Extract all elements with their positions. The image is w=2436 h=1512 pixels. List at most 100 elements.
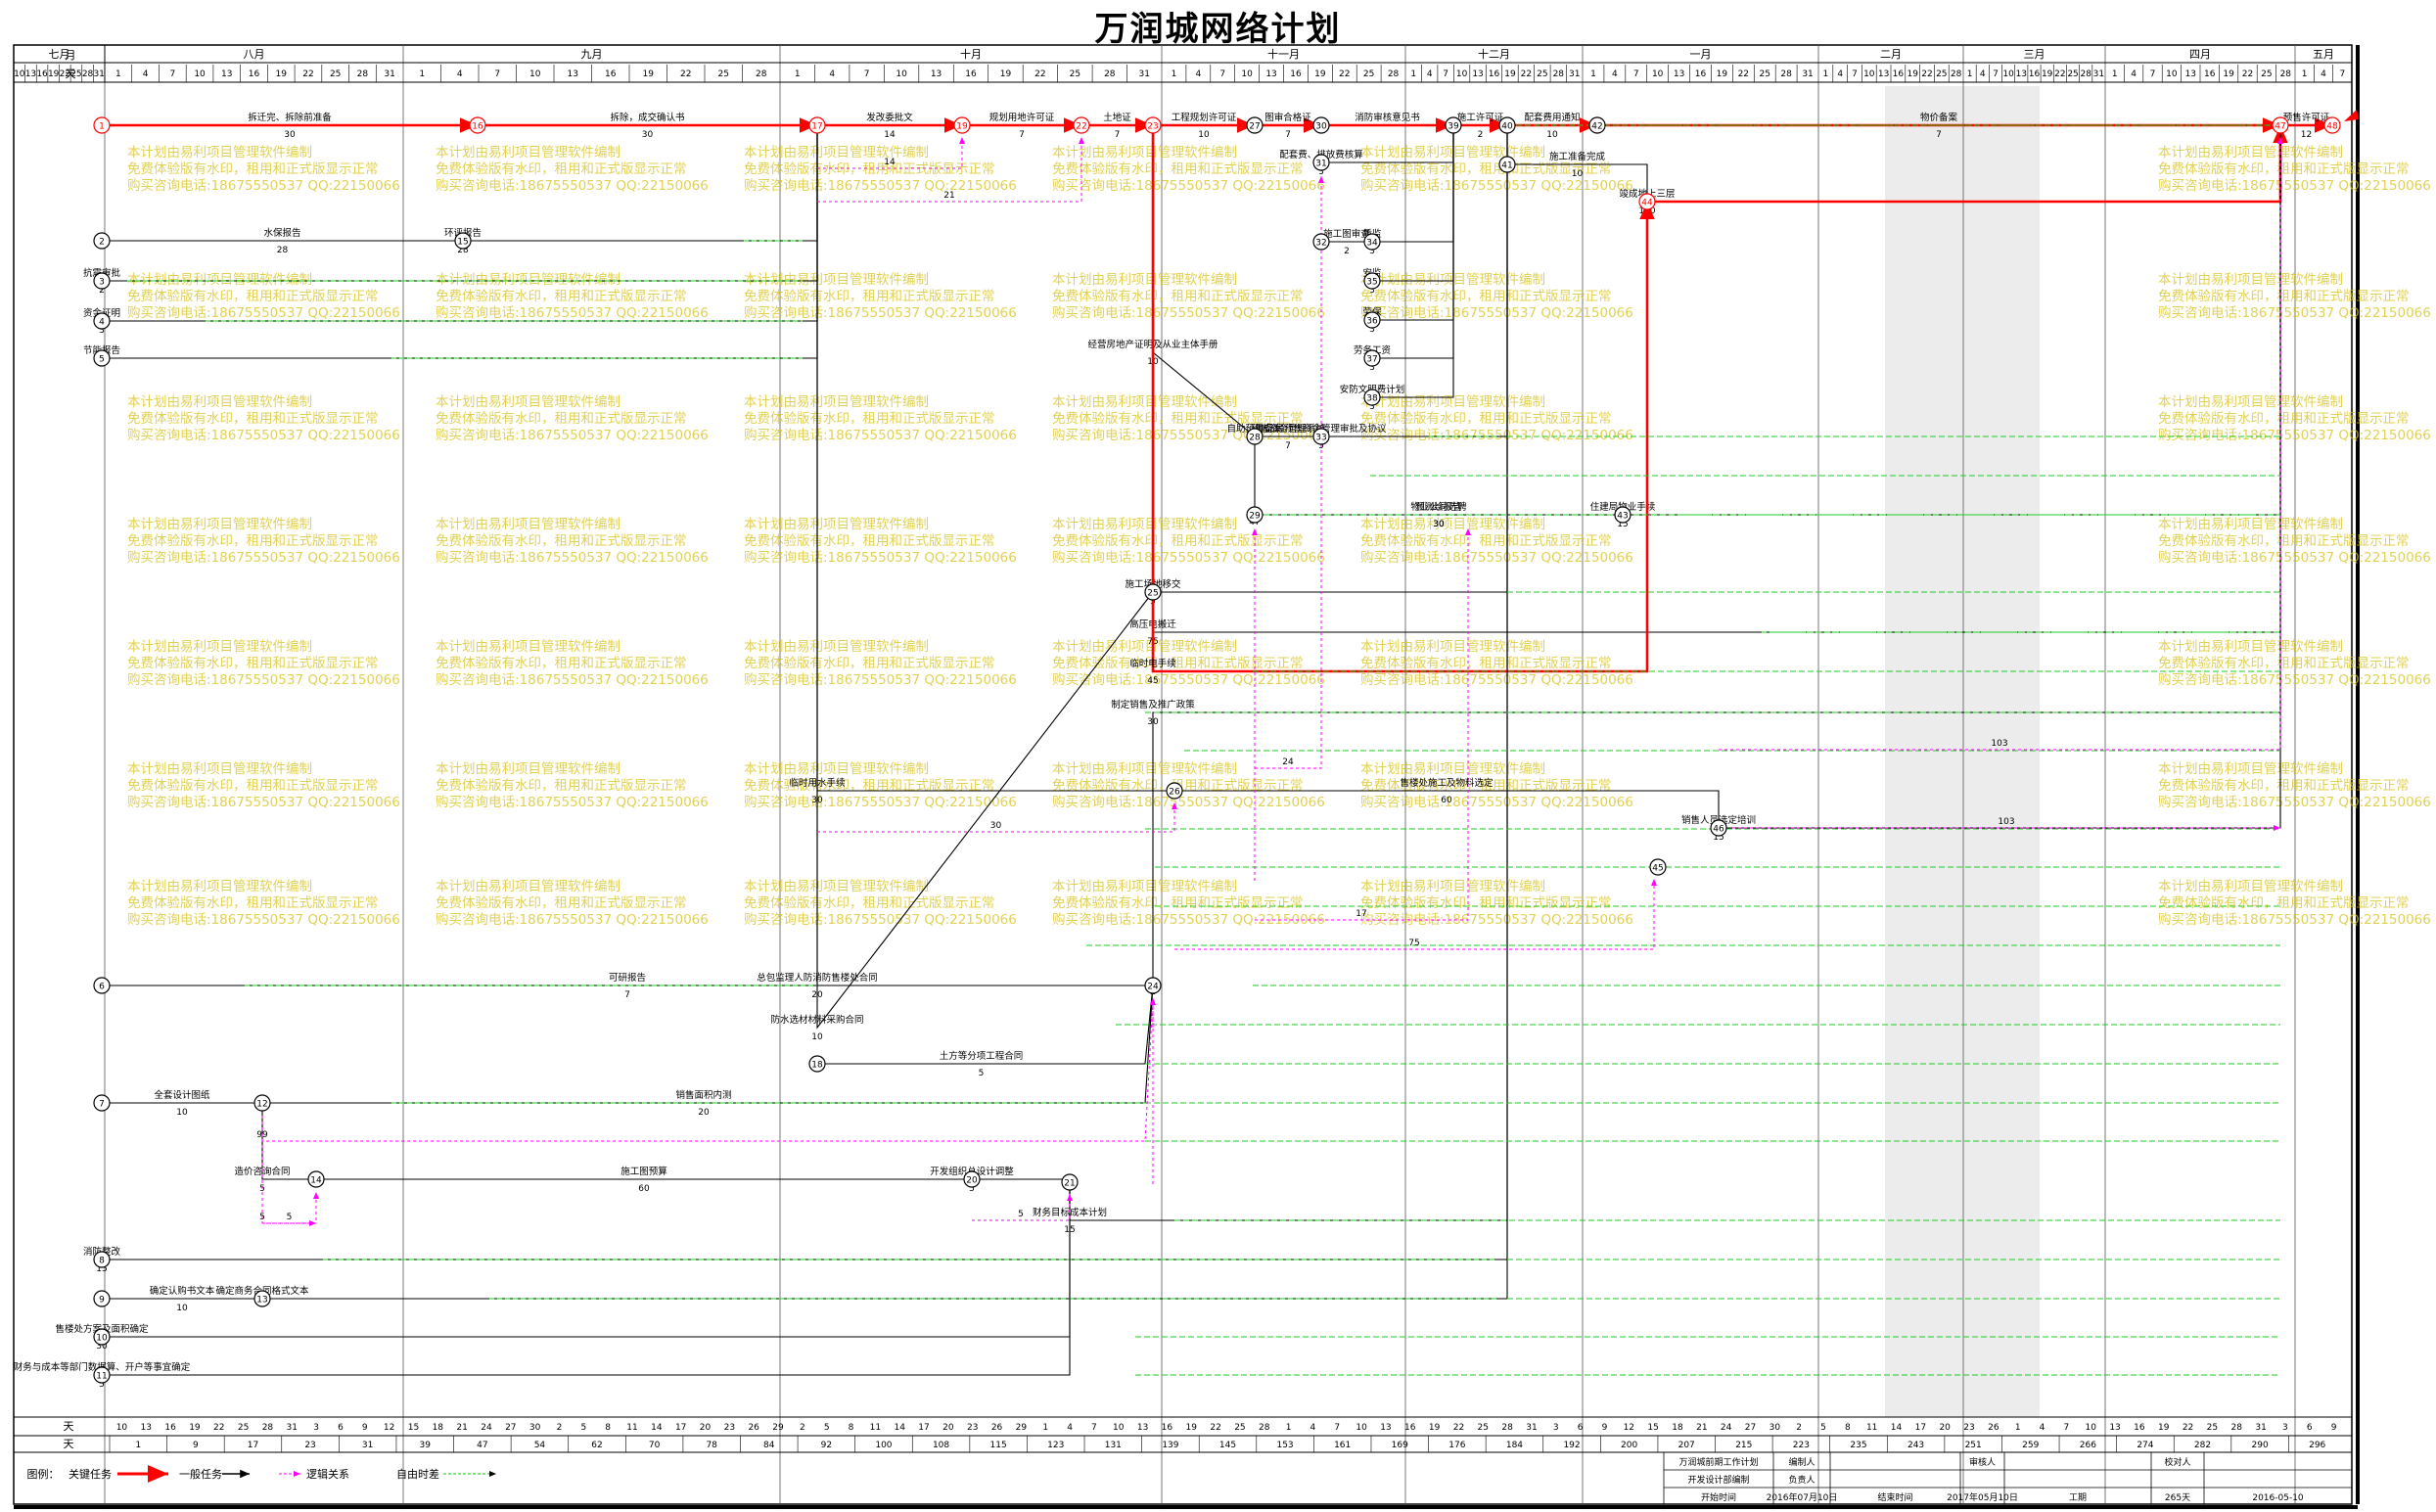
- event-node-circle: [93, 1366, 111, 1384]
- activity-duration: 7: [1285, 441, 1291, 451]
- day-tick: 13: [568, 69, 578, 79]
- activity-label: 施工图预算: [620, 1166, 667, 1177]
- watermark-text: 本计划由易利项目管理软件编制: [127, 761, 312, 777]
- footer-date-tick: 12: [384, 1423, 394, 1433]
- watermark-text: 本计划由易利项目管理软件编制: [1360, 517, 1545, 532]
- event-node-circle: [1649, 858, 1667, 876]
- footer-date-tick: 30: [529, 1423, 541, 1433]
- logic-link: [1255, 176, 1324, 769]
- footer-date-tick: 7: [1091, 1423, 1097, 1433]
- event-node-number: 23: [1147, 122, 1158, 132]
- event-node-number: 48: [2326, 122, 2338, 132]
- event-node-number: 18: [811, 1061, 823, 1071]
- footer-day-tick: 290: [2252, 1441, 2269, 1450]
- day-tick: 7: [1219, 69, 1225, 79]
- event-node-number: 19: [956, 122, 968, 132]
- activity-label: 施工图审查: [1323, 228, 1370, 240]
- day-tick: 25: [1070, 69, 1080, 79]
- watermark-text: 购买咨询电话:18675550537 QQ:22150066: [436, 795, 709, 810]
- day-tick: 1: [2112, 69, 2118, 79]
- footer-date-tick: 15: [408, 1423, 419, 1433]
- watermark-text: 购买咨询电话:18675550537 QQ:22150066: [2158, 912, 2431, 928]
- event-node-number: 36: [1366, 317, 1378, 327]
- activity-label: 工程规划许可证: [1172, 112, 1237, 123]
- footer-day-tick: 176: [1448, 1441, 1465, 1450]
- event-node: 41: [1498, 156, 1516, 173]
- watermark-text: 本计划由易利项目管理软件编制: [436, 145, 620, 160]
- footer-date-tick: 1: [1042, 1423, 1048, 1433]
- event-node-number: 43: [1617, 512, 1628, 522]
- event-node: 9: [93, 1290, 111, 1307]
- holiday-band: [1885, 86, 2040, 1417]
- event-node-number: 35: [1366, 278, 1377, 288]
- day-tick: 1: [1410, 69, 1416, 79]
- day-tick: 13: [25, 69, 36, 79]
- event-node: 33: [1312, 428, 1330, 445]
- event-node-circle: [1363, 349, 1381, 367]
- footer-date-tick: 10: [2085, 1423, 2096, 1433]
- event-node: 18: [808, 1055, 826, 1073]
- watermark-text: 本计划由易利项目管理软件编制: [436, 394, 620, 410]
- day-tick: 4: [1612, 69, 1618, 79]
- event-node: 32: [1312, 233, 1330, 251]
- footer-day-tick: 259: [2022, 1441, 2039, 1450]
- footer-day-tick: 123: [1047, 1441, 1064, 1450]
- watermark-text: 购买咨询电话:18675550537 QQ:22150066: [1360, 305, 1633, 321]
- footer-date-tick: 21: [1696, 1423, 1707, 1433]
- watermark-text: 免费体验版有水印，租用和正式版显示正常: [744, 411, 995, 427]
- event-node-number: 30: [1315, 122, 1327, 132]
- day-tick: 28: [2081, 69, 2092, 79]
- event-node-circle: [1246, 506, 1264, 524]
- activity-duration: 5: [979, 1069, 985, 1078]
- footer-date-tick: 13: [1137, 1423, 1148, 1433]
- event-node-number: 8: [99, 1257, 105, 1266]
- footer-date-tick: 28: [1259, 1423, 1270, 1433]
- day-tick: 4: [143, 69, 149, 79]
- footer-day-tick: 243: [1907, 1441, 1924, 1450]
- day-tick: 31: [1569, 69, 1580, 79]
- watermark-text: 免费体验版有水印，租用和正式版显示正常: [1052, 895, 1304, 911]
- day-tick: 19: [1907, 69, 1918, 79]
- logic-link-float: 5: [1018, 1210, 1024, 1219]
- watermark-text: 本计划由易利项目管理软件编制: [1052, 639, 1237, 655]
- footer-day-tick: 235: [1850, 1441, 1866, 1450]
- activity-label: 土地证: [1103, 112, 1131, 123]
- footer-date-tick: 25: [238, 1423, 249, 1433]
- watermark-text: 购买咨询电话:18675550537 QQ:22150066: [744, 795, 1017, 810]
- event-node: 23: [1144, 116, 1162, 134]
- event-node-number: 6: [99, 983, 105, 992]
- activity-label: 物价备案: [1920, 112, 1958, 123]
- day-tick: 25: [1936, 69, 1947, 79]
- day-tick: 7: [494, 69, 500, 79]
- watermark-text: 免费体验版有水印，租用和正式版显示正常: [1360, 161, 1612, 177]
- event-node: 24: [1144, 977, 1162, 994]
- watermark-text: 购买咨询电话:18675550537 QQ:22150066: [2158, 428, 2431, 443]
- footer-day-tick: 153: [1276, 1441, 1293, 1450]
- watermark-text: 购买咨询电话:18675550537 QQ:22150066: [744, 428, 1017, 443]
- activity-duration: 3: [1369, 402, 1375, 412]
- footer-date-tick: 25: [2207, 1423, 2218, 1433]
- activity-arrow: [262, 985, 1156, 1104]
- month-header: 五月: [2313, 48, 2334, 61]
- watermark-text: 购买咨询电话:18675550537 QQ:22150066: [1052, 912, 1325, 928]
- watermark-text: 本计划由易利项目管理软件编制: [744, 761, 929, 777]
- footer-date-tick: 17: [918, 1423, 929, 1433]
- footer-date-tick: 10: [1356, 1423, 1367, 1433]
- footer-day-tick: 215: [1735, 1441, 1752, 1450]
- watermark-text: 购买咨询电话:18675550537 QQ:22150066: [436, 912, 709, 928]
- watermark-text: 免费体验版有水印，租用和正式版显示正常: [744, 895, 995, 911]
- footer-date-tick: 10: [1113, 1423, 1125, 1433]
- footer-date-tick: 9: [2331, 1423, 2337, 1433]
- event-node-number: 3: [99, 278, 105, 288]
- footer-date-tick: 31: [287, 1423, 298, 1433]
- watermark-text: 购买咨询电话:18675550537 QQ:22150066: [127, 428, 400, 443]
- footer-date-tick: 8: [605, 1423, 611, 1433]
- day-tick: 28: [1104, 69, 1116, 79]
- event-node-number: 9: [99, 1296, 105, 1306]
- day-tick: 25: [2067, 69, 2078, 79]
- footer-date-tick: 31: [1526, 1423, 1537, 1433]
- footer-date-tick: 21: [456, 1423, 467, 1433]
- watermark-text: 免费体验版有水印，租用和正式版显示正常: [1360, 533, 1612, 549]
- footer-date-tick: 11: [626, 1423, 637, 1433]
